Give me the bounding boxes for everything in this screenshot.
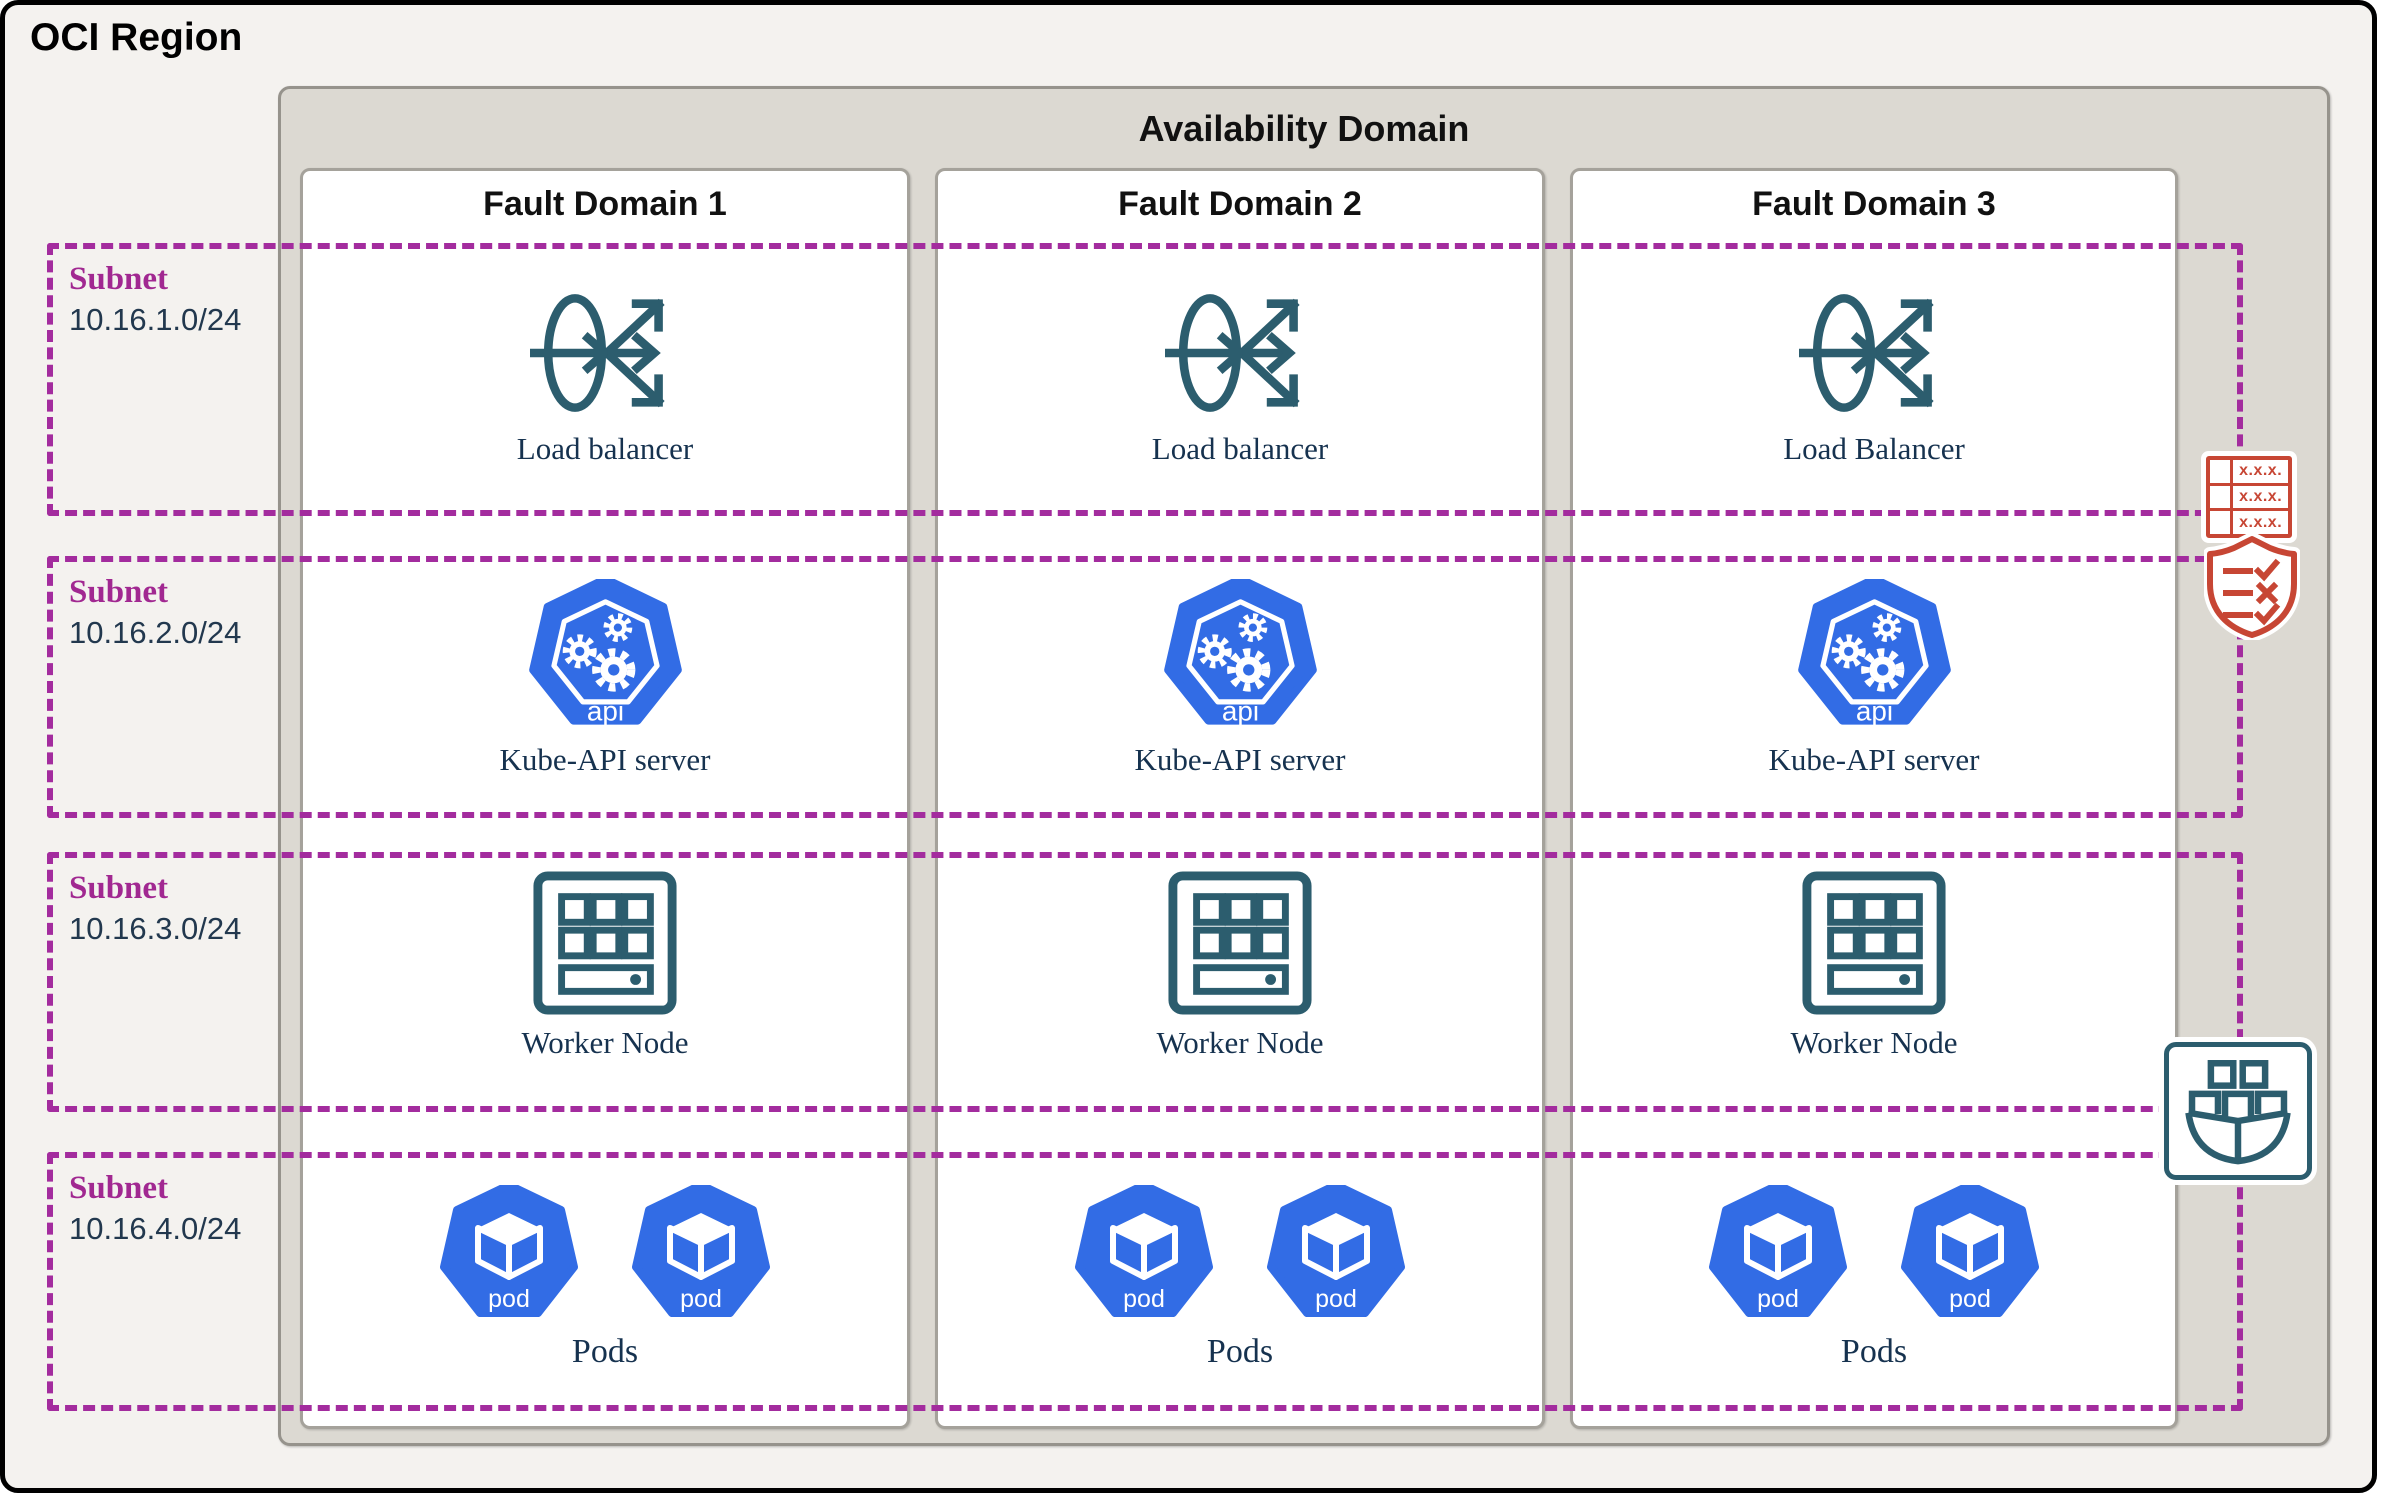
- pod-icon: pod: [1267, 1185, 1405, 1317]
- pods-group: pod pod Pods: [1573, 1185, 2175, 1371]
- route-table-cell: [2210, 511, 2234, 535]
- pods-group: pod pod Pods: [938, 1185, 1542, 1371]
- subnet-4-cidr: 10.16.4.0/24: [69, 1211, 242, 1246]
- fault-domain-1-box: Fault Domain 1 Load balancer: [300, 168, 910, 1429]
- worker-node-label: Worker Node: [1156, 1025, 1324, 1060]
- security-list-shield-icon: [2204, 534, 2300, 640]
- gears: [1831, 613, 1904, 692]
- kube-api-icon: api: [1797, 579, 1951, 726]
- pod-badge: pod: [680, 1285, 722, 1313]
- worker-node-icon: [1802, 871, 1946, 1015]
- pod-badge: pod: [1949, 1285, 1991, 1313]
- pod-badge: pod: [488, 1285, 530, 1313]
- pod-badge: pod: [1757, 1285, 1799, 1313]
- load-balancer-icon: [1165, 294, 1300, 412]
- load-balancer-group: Load balancer: [938, 283, 1542, 467]
- worker-node-icon: [533, 871, 677, 1015]
- pod-badge: pod: [1123, 1285, 1165, 1313]
- gears: [1197, 613, 1270, 692]
- kube-api-icon: api: [1163, 579, 1317, 726]
- fault-domain-3-box: Fault Domain 3 Load Balancer: [1570, 168, 2178, 1429]
- pod-icon: pod: [1075, 1185, 1213, 1317]
- pod-icon: pod: [1901, 1185, 2039, 1317]
- load-balancer-group: Load Balancer: [1573, 283, 2175, 467]
- fault-domain-3-title: Fault Domain 3: [1752, 185, 1996, 223]
- kube-api-label: Kube-API server: [1134, 742, 1346, 777]
- worker-node-label: Worker Node: [521, 1025, 689, 1060]
- load-balancer-label: Load balancer: [1151, 431, 1329, 466]
- availability-domain-title: Availability Domain: [1138, 108, 1470, 149]
- api-badge: api: [586, 695, 623, 726]
- fault-domain-2-box: Fault Domain 2 Load balancer: [935, 168, 1545, 1429]
- route-table-icon: x.x.x. x.x.x. x.x.x.: [2206, 456, 2292, 538]
- worker-node-group: Worker Node: [938, 869, 1542, 1061]
- worker-node-group: Worker Node: [303, 869, 907, 1061]
- subnet-3-name: Subnet: [69, 870, 169, 906]
- oci-region-title: OCI Region: [30, 16, 243, 59]
- pods-label: Pods: [1206, 1333, 1274, 1370]
- load-balancer-icon: [1799, 294, 1934, 412]
- pod-badge: pod: [1315, 1285, 1357, 1313]
- kube-api-group: api Kube-API server: [1573, 579, 2175, 778]
- subnet-2-name: Subnet: [69, 574, 169, 610]
- api-badge: api: [1221, 695, 1258, 726]
- pod-icon: pod: [440, 1185, 578, 1317]
- subnet-2-cidr: 10.16.2.0/24: [69, 615, 242, 650]
- pod-icon: pod: [632, 1185, 770, 1317]
- pods-group: pod pod Pods: [303, 1185, 907, 1371]
- subnet-4-name: Subnet: [69, 1170, 169, 1206]
- load-balancer-icon: [530, 294, 665, 412]
- route-table-cell: [2210, 460, 2234, 483]
- route-table-cell: [2210, 485, 2234, 509]
- pod-icon: pod: [1709, 1185, 1847, 1317]
- gears: [562, 613, 635, 692]
- subnet-3-cidr: 10.16.3.0/24: [69, 911, 242, 946]
- container-ship-icon: [2164, 1042, 2312, 1180]
- route-table-entry: x.x.x.: [2239, 513, 2283, 531]
- load-balancer-label: Load Balancer: [1783, 431, 1965, 466]
- worker-node-group: Worker Node: [1573, 869, 2175, 1061]
- fault-domain-2-title: Fault Domain 2: [1118, 185, 1362, 223]
- worker-node-icon: [1168, 871, 1312, 1015]
- kube-api-group: api Kube-API server: [303, 579, 907, 778]
- pods-label: Pods: [571, 1333, 639, 1370]
- route-table-entry: x.x.x.: [2239, 462, 2283, 480]
- subnet-1-cidr: 10.16.1.0/24: [69, 302, 242, 337]
- subnet-1-name: Subnet: [69, 261, 169, 297]
- load-balancer-label: Load balancer: [516, 431, 694, 466]
- load-balancer-group: Load balancer: [303, 283, 907, 467]
- pods-label: Pods: [1840, 1333, 1908, 1370]
- route-table-entry: x.x.x.: [2239, 488, 2283, 505]
- worker-node-label: Worker Node: [1790, 1025, 1958, 1060]
- kube-api-label: Kube-API server: [1768, 742, 1980, 777]
- api-badge: api: [1855, 695, 1892, 726]
- kube-api-group: api Kube-API server: [938, 579, 1542, 778]
- kube-api-icon: api: [528, 579, 682, 726]
- kube-api-label: Kube-API server: [499, 742, 711, 777]
- fault-domain-1-title: Fault Domain 1: [483, 185, 727, 223]
